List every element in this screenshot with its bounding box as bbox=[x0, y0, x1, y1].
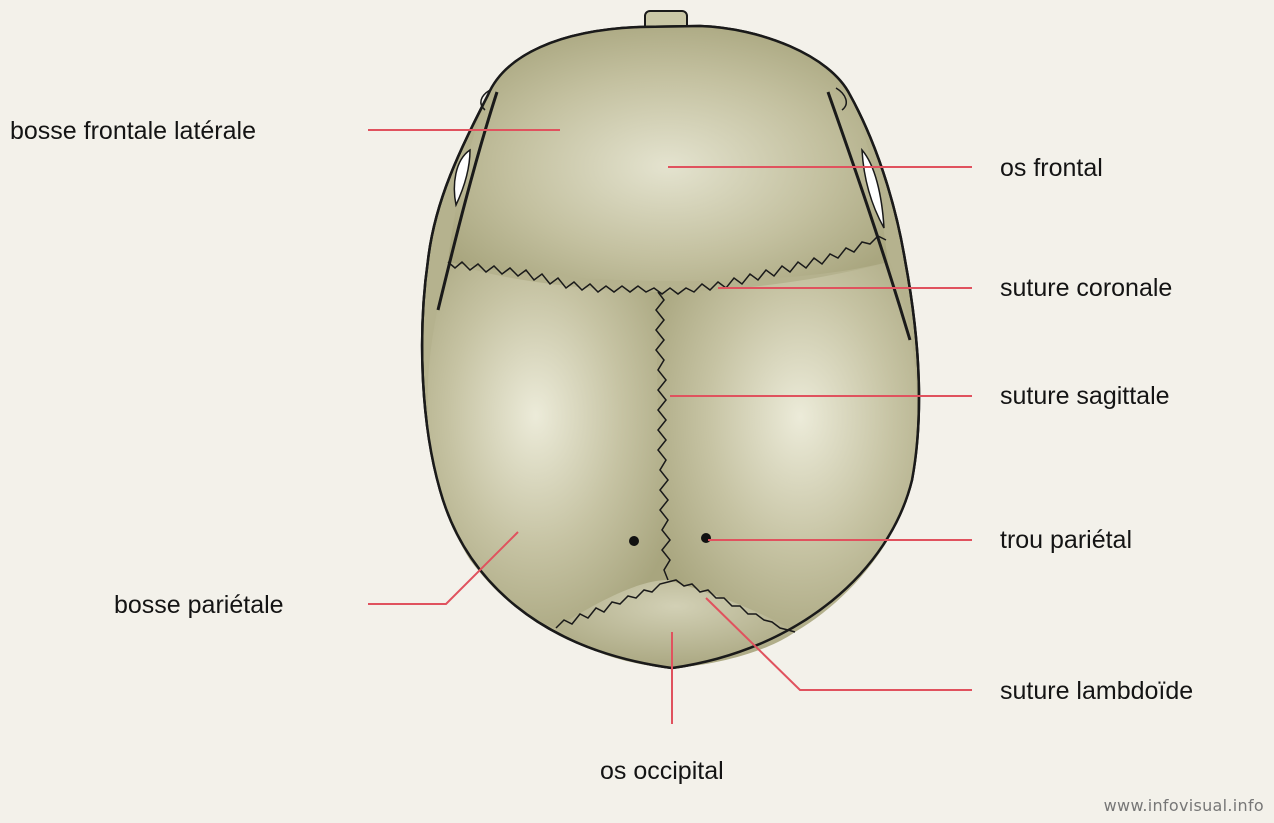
parietal-left-region bbox=[428, 262, 668, 628]
label-bosse-frontale-laterale: bosse frontale latérale bbox=[10, 116, 256, 146]
label-bosse-parietale: bosse pariétale bbox=[114, 590, 284, 620]
parietal-foramen-left bbox=[629, 536, 639, 546]
label-suture-coronale: suture coronale bbox=[1000, 273, 1172, 303]
label-suture-sagittale: suture sagittale bbox=[1000, 381, 1170, 411]
label-trou-parietal: trou pariétal bbox=[1000, 525, 1132, 555]
credit-watermark: www.infovisual.info bbox=[1104, 796, 1264, 815]
label-os-frontal: os frontal bbox=[1000, 153, 1103, 183]
parietal-foramen-right bbox=[701, 533, 711, 543]
label-os-occipital: os occipital bbox=[600, 756, 724, 786]
parietal-right-region bbox=[657, 262, 917, 632]
label-suture-lambdoide: suture lambdoïde bbox=[1000, 676, 1193, 706]
